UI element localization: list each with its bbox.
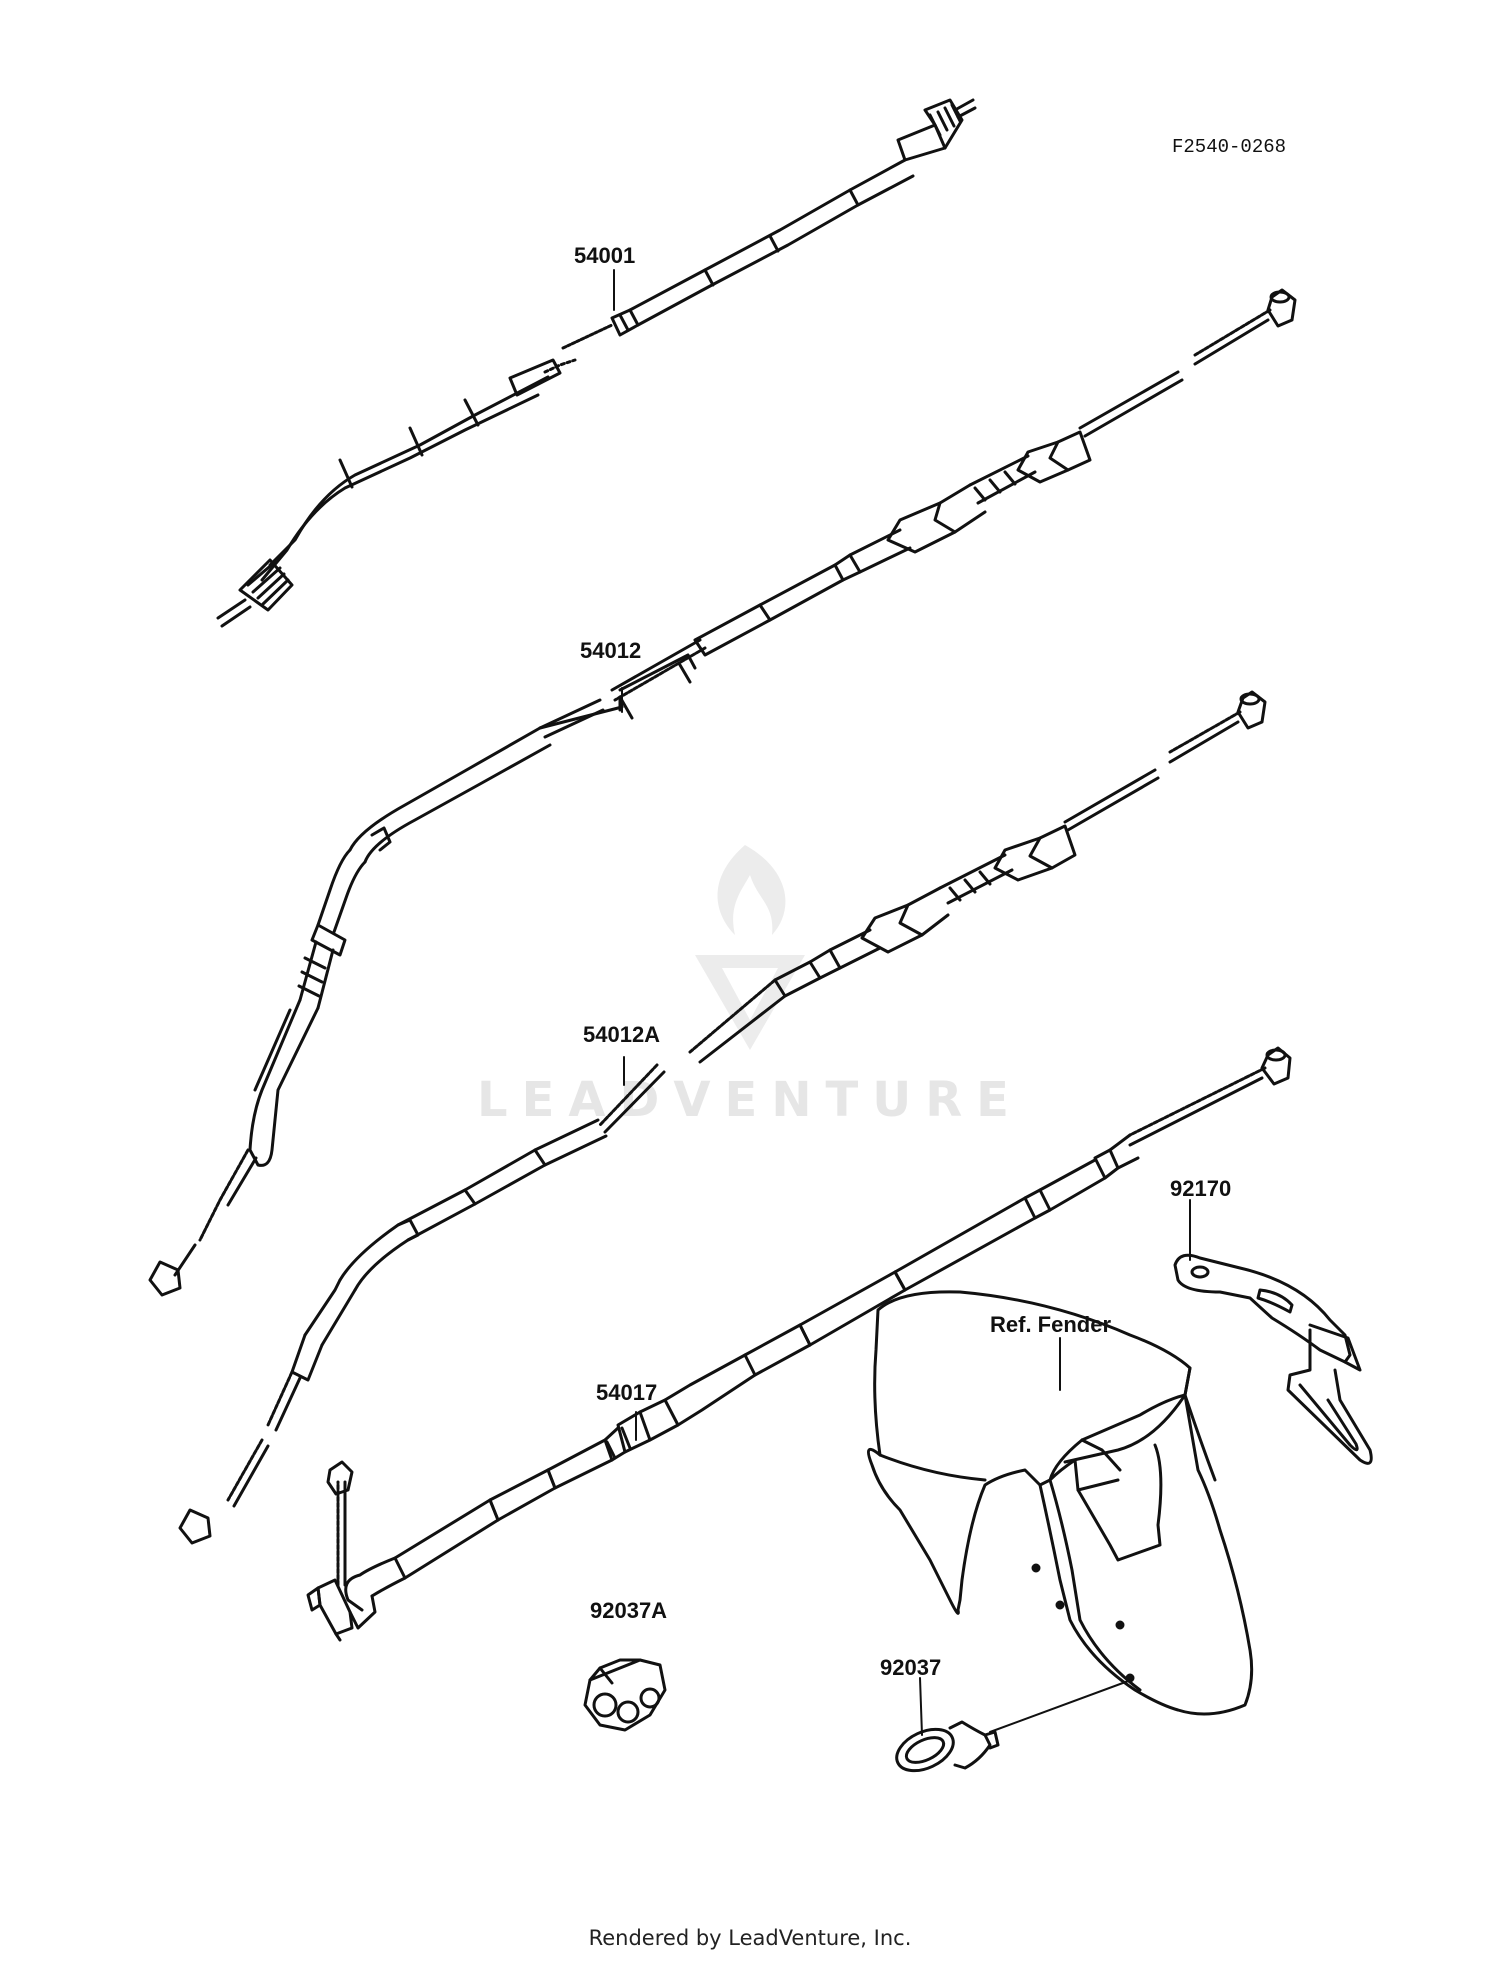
part-label-92037A[interactable]: 92037A [590,1598,668,1623]
part-label-92170[interactable]: 92170 [1170,1176,1232,1201]
watermark-text: LEADVENTURE [477,1072,1023,1128]
clutch-cable-54017 [306,1046,1292,1642]
diagram-code: F2540-0268 [1172,136,1287,158]
ref-fender-label[interactable]: Ref. Fender [990,1312,1112,1337]
speedometer-cable-54001 [216,98,977,628]
part-label-54001[interactable]: 54001 [574,243,636,268]
throttle-cable-54012A [178,690,1267,1545]
part-label-92037[interactable]: 92037 [880,1655,942,1680]
part-label-54012[interactable]: 54012 [580,638,642,663]
bracket-92170 [1173,1253,1373,1465]
grommet-92037 [895,1720,1000,1773]
part-label-54017[interactable]: 54017 [596,1380,658,1405]
footer-credit: Rendered by LeadVenture, Inc. [588,1926,912,1950]
part-label-54012A[interactable]: 54012A [583,1022,661,1047]
clamp-92037A [583,1658,667,1732]
leader-lines [613,269,1191,1736]
front-fender [866,1290,1254,1733]
throttle-cable-54012 [148,288,1297,1297]
